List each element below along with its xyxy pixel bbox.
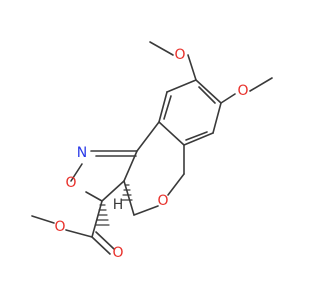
- oxygen-methoxy-top-label: O: [174, 47, 185, 63]
- bond-isox-3: [85, 191, 103, 202]
- bond-ar-5: [158, 91, 168, 123]
- bond-ar-double-3: [163, 95, 172, 120]
- stereo-hash-left: [95, 204, 110, 226]
- bond-ar-4: [158, 121, 185, 146]
- bond-pyran-2: [136, 121, 160, 152]
- bond-ar-3: [183, 132, 214, 146]
- bond-ar-double-2: [185, 131, 208, 141]
- bond-ar-1: [195, 79, 222, 104]
- nitrogen-isoxazoline-label: N: [77, 145, 87, 161]
- bond-isox-2: [70, 163, 83, 182]
- bond-ester-3: [95, 231, 115, 250]
- oxygen-ester-label: O: [54, 219, 65, 235]
- oxygen-isoxazoline-label: O: [65, 175, 76, 191]
- bond-ester-5: [31, 215, 55, 224]
- stereo-hash-right: [121, 184, 133, 201]
- bond-ring-oright: [220, 93, 236, 104]
- bond-pyran-6: [167, 173, 185, 196]
- hydrogen-stereo-label: H: [113, 197, 124, 213]
- bond-otop-ring: [187, 54, 197, 81]
- bond-ester-4: [65, 229, 93, 238]
- bond-pyran-4: [123, 180, 135, 216]
- oxygen-carbonyl-label: O: [112, 245, 123, 261]
- oxygen-pyran-label: O: [157, 193, 168, 209]
- bond-ester-1: [91, 200, 103, 238]
- bond-methyl-top: [149, 41, 174, 56]
- bond-pyran-5: [133, 205, 159, 216]
- bond-oright-methyl: [249, 77, 273, 92]
- molecule-drawing: O O N O O H O O: [31, 41, 273, 261]
- bond-isox-4: [101, 180, 125, 202]
- bond-ar-double-1: [198, 86, 216, 104]
- bond-ar-2: [212, 102, 222, 134]
- bond-ester-2: [91, 236, 111, 255]
- structure-svg: O O N O O H O O: [31, 41, 273, 261]
- bond-ar-6: [166, 79, 197, 93]
- oxygen-methoxy-right-label: O: [237, 83, 248, 99]
